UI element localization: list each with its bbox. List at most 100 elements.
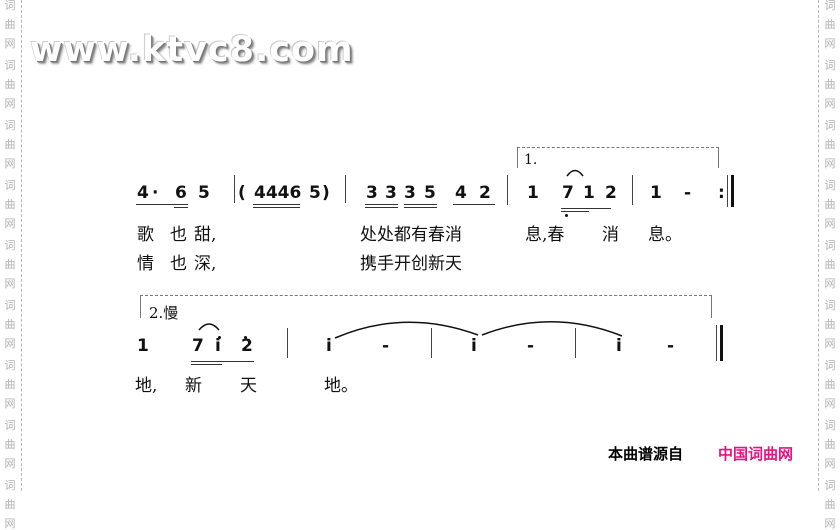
- underline: [404, 207, 437, 208]
- note: i: [471, 336, 477, 356]
- watermark-char: 词: [824, 239, 836, 252]
- watermark-char: 网: [4, 277, 16, 290]
- watermark-char: 网: [824, 517, 836, 530]
- watermark-char: 曲: [824, 378, 836, 391]
- watermark-char: 词: [824, 59, 836, 72]
- underline: [365, 207, 398, 208]
- repeat-bar-thick: [731, 175, 734, 207]
- watermark-char: 词: [824, 119, 836, 132]
- note: 2: [241, 336, 253, 356]
- watermark-char: 网: [4, 37, 16, 50]
- note: 1: [527, 183, 539, 203]
- watermark-char: 词: [4, 479, 16, 492]
- high-octave-dot: [244, 336, 247, 339]
- volta-1-label: 1.: [524, 152, 538, 168]
- underline: [453, 204, 495, 205]
- underline: [561, 208, 611, 209]
- watermark-char: 词: [4, 359, 16, 372]
- watermark-char: 曲: [4, 258, 16, 271]
- note: i: [616, 336, 622, 356]
- note: 7: [192, 336, 204, 356]
- note: -: [667, 336, 675, 356]
- note: 7: [562, 183, 574, 203]
- note: -: [684, 183, 692, 203]
- lyric: 新: [185, 376, 202, 396]
- note: 6: [175, 183, 187, 203]
- fermata-arc-icon: [198, 323, 220, 331]
- lyric: 携手开创新天: [360, 254, 462, 274]
- lyric: 也: [170, 225, 187, 245]
- watermark-char: 词: [4, 299, 16, 312]
- watermark-char: 词: [4, 179, 16, 192]
- lyric: 息。: [648, 225, 682, 245]
- lyric: 消: [602, 225, 619, 245]
- note: 1: [650, 183, 662, 203]
- lyric: 处处都有春消: [360, 225, 462, 245]
- watermark-char: 词: [4, 419, 16, 432]
- watermark-char: 词: [4, 239, 16, 252]
- watermark-char: 曲: [4, 438, 16, 451]
- watermark-char: 曲: [4, 378, 16, 391]
- underline: [136, 204, 188, 205]
- note: 4: [455, 183, 467, 203]
- note: i: [326, 336, 332, 356]
- watermark-char: 网: [4, 517, 16, 530]
- watermark-char: 网: [824, 277, 836, 290]
- bar-line: [345, 175, 346, 203]
- watermark-char: 网: [824, 97, 836, 110]
- note: 5: [424, 183, 436, 203]
- note: -: [382, 336, 390, 356]
- watermark-char: 曲: [824, 138, 836, 151]
- note: ·: [152, 183, 159, 203]
- lyric: 息,春: [525, 225, 565, 245]
- watermark-char: 曲: [824, 498, 836, 511]
- note: ): [322, 183, 330, 203]
- watermark-char: 网: [824, 217, 836, 230]
- note: 2: [605, 183, 617, 203]
- note: i: [215, 336, 221, 356]
- watermark-char: 曲: [4, 138, 16, 151]
- tie-arcs-icon: [334, 321, 623, 339]
- watermark-char: 网: [824, 337, 836, 350]
- final-bar-thick: [720, 325, 723, 361]
- lyric: 地。: [324, 376, 358, 396]
- bar-line: [234, 175, 235, 203]
- note: 3: [404, 183, 416, 203]
- watermark-char: 网: [824, 457, 836, 470]
- fermata-arc-icon: [566, 169, 584, 177]
- volta-2-bracket: [140, 295, 712, 318]
- note: 4446: [254, 183, 302, 203]
- watermark-char: 网: [824, 37, 836, 50]
- watermark-char: 词: [4, 119, 16, 132]
- bar-line: [575, 328, 576, 358]
- watermark-char: 曲: [4, 198, 16, 211]
- lyric: 歌: [137, 225, 154, 245]
- source-site-link[interactable]: 中国词曲网: [718, 445, 794, 463]
- underline: [253, 207, 300, 208]
- watermark-char: 曲: [824, 438, 836, 451]
- note: 2: [479, 183, 491, 203]
- site-logo-watermark: www.ktvc8.com: [30, 30, 354, 70]
- underline: [191, 361, 254, 362]
- bar-line: [431, 328, 432, 358]
- note: :: [718, 183, 725, 203]
- high-octave-dot: [218, 336, 221, 339]
- watermark-char: 曲: [4, 498, 16, 511]
- note: (: [238, 183, 246, 203]
- note: 5: [198, 183, 210, 203]
- watermark-char: 曲: [824, 258, 836, 271]
- source-label: 本曲谱源自: [608, 445, 684, 463]
- repeat-bar-thin: [727, 175, 728, 207]
- watermark-char: 网: [4, 97, 16, 110]
- note: 4: [137, 183, 149, 203]
- watermark-char: 曲: [824, 198, 836, 211]
- left-margin-line: [21, 0, 22, 491]
- lyric: 地,: [135, 376, 158, 396]
- lyric: 天: [240, 376, 257, 396]
- note: 1: [583, 183, 595, 203]
- underline: [404, 204, 437, 205]
- watermark-char: 网: [824, 157, 836, 170]
- volta-2-label: 2.慢: [149, 304, 179, 322]
- bar-line: [287, 328, 288, 358]
- underline: [253, 204, 300, 205]
